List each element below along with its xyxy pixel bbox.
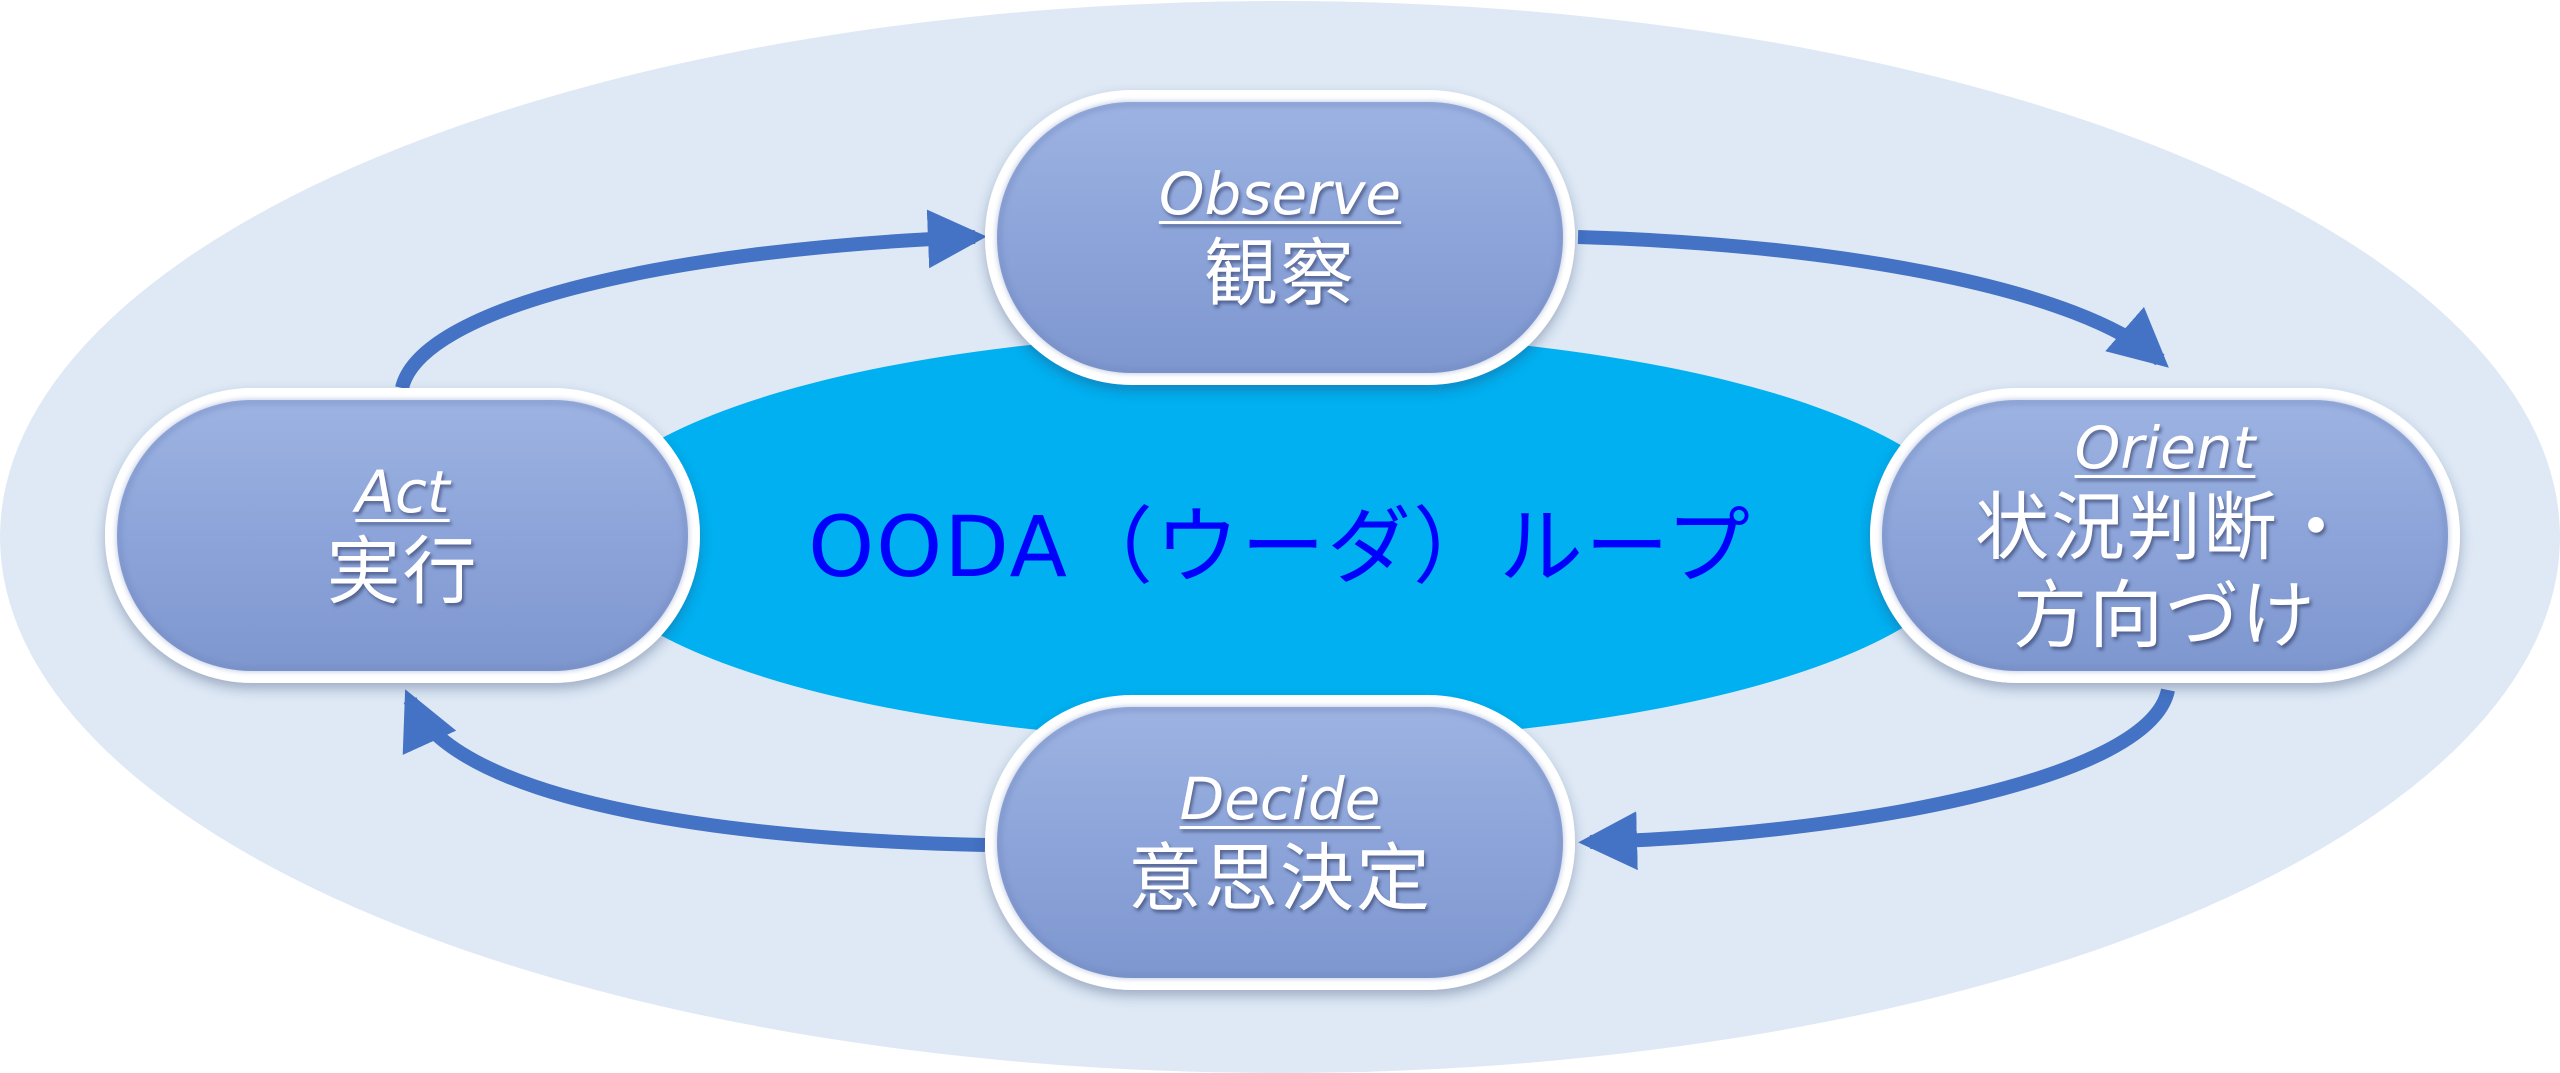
observe-en-label: Observe: [1158, 159, 1402, 228]
observe-label: Observe 観察: [997, 102, 1563, 373]
decide-en-label: Decide: [1179, 764, 1381, 833]
decide-label: Decide 意思決定: [997, 707, 1563, 978]
node-decide: [985, 695, 1575, 990]
orient-en-label: Orient: [2074, 413, 2256, 482]
center-title: OODA（ウーダ）ループ: [808, 497, 1752, 596]
act-en-label: Act: [355, 457, 450, 526]
orient-label: Orient 状況判断・ 方向づけ: [1882, 400, 2448, 671]
observe-ja-label: 観察: [1204, 230, 1356, 317]
node-orient: [1870, 388, 2460, 683]
act-ja-label: 実行: [326, 528, 479, 615]
orient-ja-label-line2: 方向づけ: [2013, 572, 2317, 659]
arrow-orient-to-decide: [1578, 688, 2175, 871]
arrow-decide-to-act: [402, 689, 986, 852]
orient-ja-label-line1: 状況判断・: [1975, 484, 2355, 571]
node-observe: [985, 90, 1575, 385]
act-label: Act 実行: [117, 400, 688, 671]
node-act: [105, 388, 700, 683]
inner-ellipse: [575, 332, 1975, 742]
decide-ja-label: 意思決定: [1128, 835, 1432, 922]
arrow-observe-to-orient: [1577, 230, 2169, 368]
arrow-act-to-observe: [395, 209, 987, 391]
